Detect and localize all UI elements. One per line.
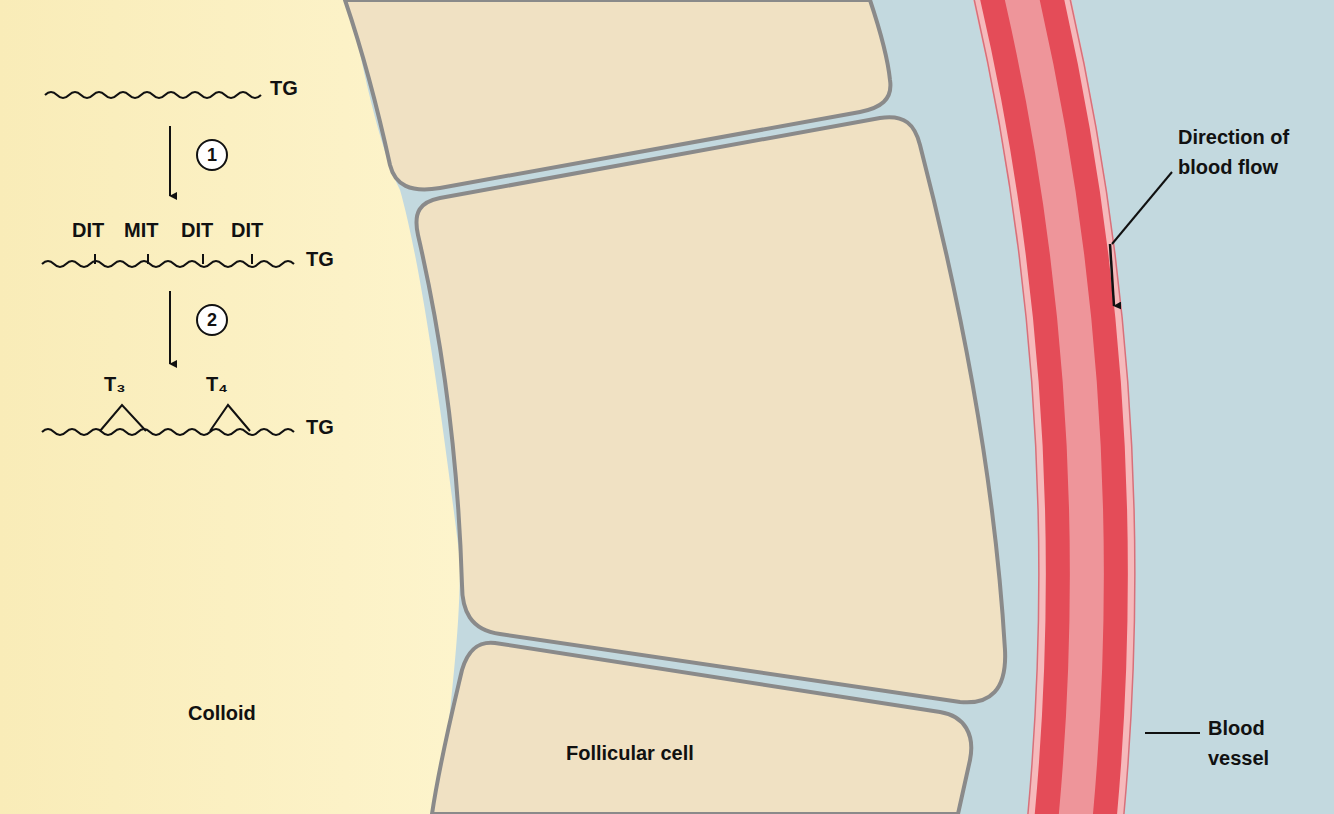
- cell-label: Follicular cell: [566, 741, 694, 765]
- follicular-cell: [432, 643, 971, 814]
- vessel-label: Blood vessel: [1208, 713, 1292, 773]
- hormone-label: T₃: [104, 372, 125, 396]
- callout-circle: 2: [196, 304, 228, 336]
- region-label: Colloid: [188, 701, 256, 725]
- residue-label: MIT: [124, 218, 158, 242]
- chain-label: TG: [270, 76, 298, 100]
- follicular-cell: [416, 117, 1005, 702]
- blood-vessel-sheen: [1020, 0, 1087, 814]
- callout-number: 2: [207, 310, 217, 331]
- chain-label: TG: [306, 247, 334, 271]
- residue-label: DIT: [231, 218, 263, 242]
- residue-label: DIT: [72, 218, 104, 242]
- chain-label: TG: [306, 415, 334, 439]
- thyroglobulin-chains: [42, 92, 294, 435]
- blood-vessel-lumen: [1020, 0, 1087, 814]
- leader-line: [1145, 732, 1200, 734]
- blood-vessel-wall: [1020, 0, 1087, 814]
- hormone-label: T₄: [206, 372, 228, 396]
- flow-label: Direction of blood flow: [1178, 122, 1290, 182]
- leader-line: [1112, 172, 1172, 244]
- callout-number: 1: [207, 145, 217, 166]
- callout-circle: 1: [196, 139, 228, 171]
- blood-vessel-edge: [1068, 0, 1135, 814]
- residue-label: DIT: [181, 218, 213, 242]
- blood-vessel-edge: [972, 0, 1039, 814]
- flow-arrow: [1110, 244, 1114, 306]
